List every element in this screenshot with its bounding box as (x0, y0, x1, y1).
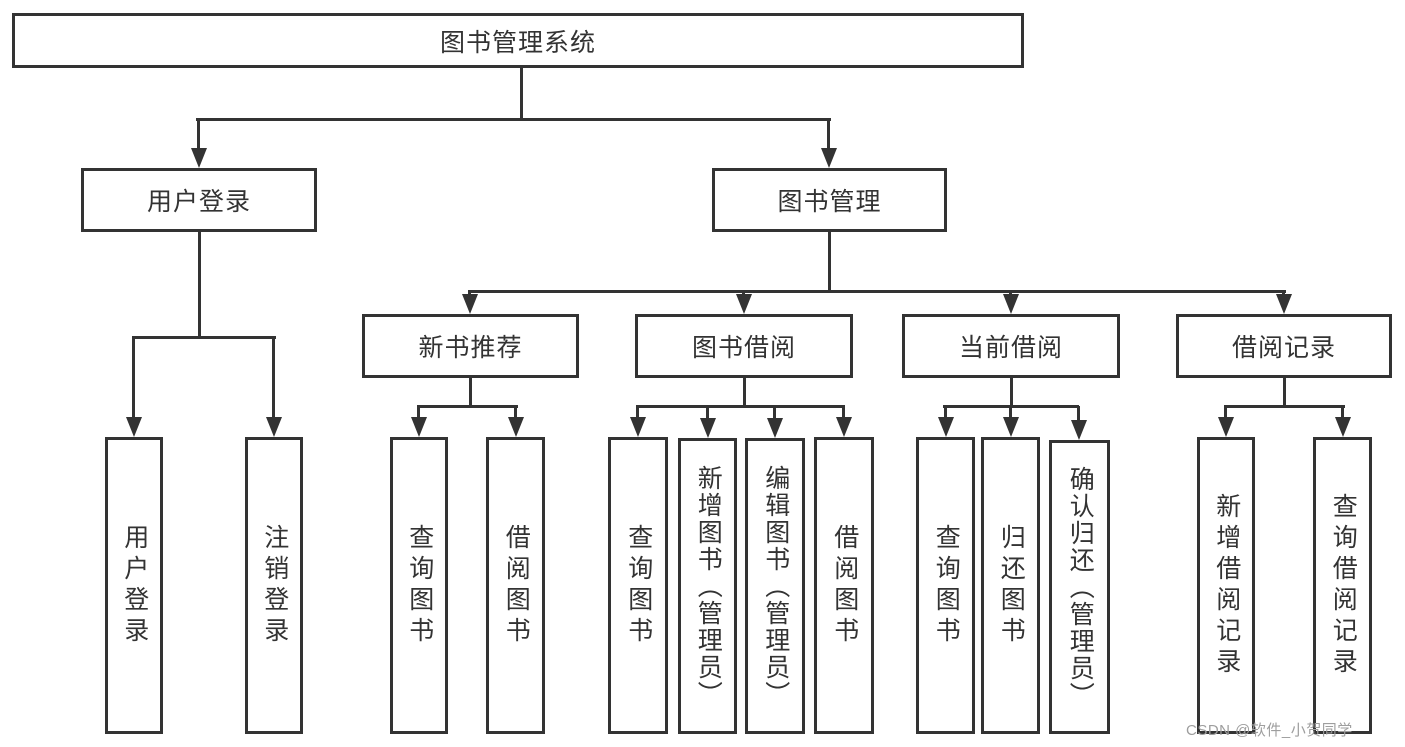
leaf-bb-borrow-books-label: 借阅图书 (830, 523, 859, 648)
leaf-bb-add-books-admin: 新增图书（管理员） (678, 438, 737, 734)
connector-branch-book-management (468, 290, 1286, 293)
node-new-book-recommend: 新书推荐 (362, 314, 579, 378)
arrow-to-user-login (191, 119, 207, 168)
leaf-nbr-query-books: 查询图书 (390, 437, 448, 734)
leaf-nbr-borrow-books-label: 借阅图书 (502, 523, 531, 648)
leaf-user-login-label: 用户登录 (120, 523, 149, 648)
arrow-to-book-borrow (736, 291, 752, 314)
arrow-to-cb-return-books (1003, 406, 1019, 437)
arrow-to-nbr-borrow-books (508, 406, 524, 437)
arrow-to-bb-borrow-books (836, 406, 852, 437)
node-library-system-label: 图书管理系统 (439, 28, 596, 57)
connector-stem-new-book-recommend (469, 378, 472, 407)
csdn-watermark: CSDN @软件_小贺同学 (1186, 722, 1353, 739)
arrow-to-new-book-recommend (462, 291, 478, 314)
arrow-to-bb-add-books (700, 406, 716, 438)
node-borrow-records: 借阅记录 (1176, 314, 1392, 378)
arrow-to-leaf-logout (266, 337, 282, 437)
leaf-bb-query-books: 查询图书 (608, 437, 668, 734)
arrow-to-cb-query-books (938, 406, 954, 437)
node-current-borrow-label: 当前借阅 (958, 334, 1063, 362)
node-book-management-label: 图书管理 (777, 188, 882, 216)
leaf-br-add-record: 新增借阅记录 (1197, 437, 1255, 734)
leaf-nbr-borrow-books: 借阅图书 (486, 437, 545, 734)
node-book-management: 图书管理 (712, 168, 947, 232)
connector-branch-book-borrow (636, 405, 845, 408)
leaf-logout-label: 注销登录 (260, 523, 289, 648)
node-user-login: 用户登录 (81, 168, 317, 232)
leaf-br-query-record: 查询借阅记录 (1313, 437, 1372, 734)
leaf-cb-return-books: 归还图书 (981, 437, 1040, 734)
node-book-borrow: 图书借阅 (635, 314, 853, 378)
node-current-borrow: 当前借阅 (902, 314, 1120, 378)
connector-stem-borrow-records (1283, 378, 1286, 407)
leaf-bb-edit-books-admin: 编辑图书（管理员） (745, 438, 805, 734)
leaf-br-query-record-label: 查询借阅记录 (1329, 492, 1358, 679)
arrow-to-current-borrow (1003, 291, 1019, 314)
node-book-borrow-label: 图书借阅 (691, 334, 796, 362)
leaf-br-add-record-label: 新增借阅记录 (1212, 492, 1241, 679)
leaf-cb-confirm-return-admin: 确认归还（管理员） (1049, 440, 1110, 734)
leaf-logout: 注销登录 (245, 437, 303, 734)
node-new-book-recommend-label: 新书推荐 (418, 334, 523, 362)
connector-stem-root (520, 68, 523, 118)
node-user-login-label: 用户登录 (146, 188, 251, 216)
connector-stem-book-borrow (743, 378, 746, 407)
arrow-to-br-query-record (1335, 406, 1351, 437)
arrow-to-book-management (821, 119, 837, 168)
arrow-to-br-add-record (1218, 406, 1234, 437)
leaf-cb-query-books-label: 查询图书 (932, 523, 961, 648)
connector-stem-user-login (198, 232, 201, 338)
arrow-to-bb-query-books (630, 406, 646, 437)
arrow-to-borrow-records (1276, 291, 1292, 314)
leaf-bb-add-books-admin-label: 新增图书（管理员） (694, 464, 723, 708)
node-borrow-records-label: 借阅记录 (1231, 334, 1336, 362)
leaf-bb-borrow-books: 借阅图书 (814, 437, 874, 734)
leaf-user-login: 用户登录 (105, 437, 163, 734)
connector-stem-current-borrow (1010, 378, 1013, 407)
leaf-cb-return-books-label: 归还图书 (997, 523, 1026, 648)
leaf-cb-confirm-return-admin-label: 确认归还（管理员） (1066, 465, 1095, 709)
connector-branch-level1 (196, 118, 831, 121)
arrow-to-bb-edit-books (767, 406, 783, 438)
arrow-to-nbr-query-books (411, 406, 427, 437)
connector-branch-user-login (132, 336, 276, 339)
connector-branch-new-book-recommend (417, 405, 518, 408)
connector-branch-borrow-records (1224, 405, 1345, 408)
node-library-system: 图书管理系统 (12, 13, 1024, 68)
connector-stem-book-management (828, 232, 831, 292)
leaf-nbr-query-books-label: 查询图书 (405, 523, 434, 648)
arrow-to-leaf-user-login (126, 337, 142, 437)
leaf-bb-edit-books-admin-label: 编辑图书（管理员） (761, 464, 790, 708)
leaf-bb-query-books-label: 查询图书 (624, 523, 653, 648)
leaf-cb-query-books: 查询图书 (916, 437, 975, 734)
arrow-to-cb-confirm-return (1071, 406, 1087, 440)
